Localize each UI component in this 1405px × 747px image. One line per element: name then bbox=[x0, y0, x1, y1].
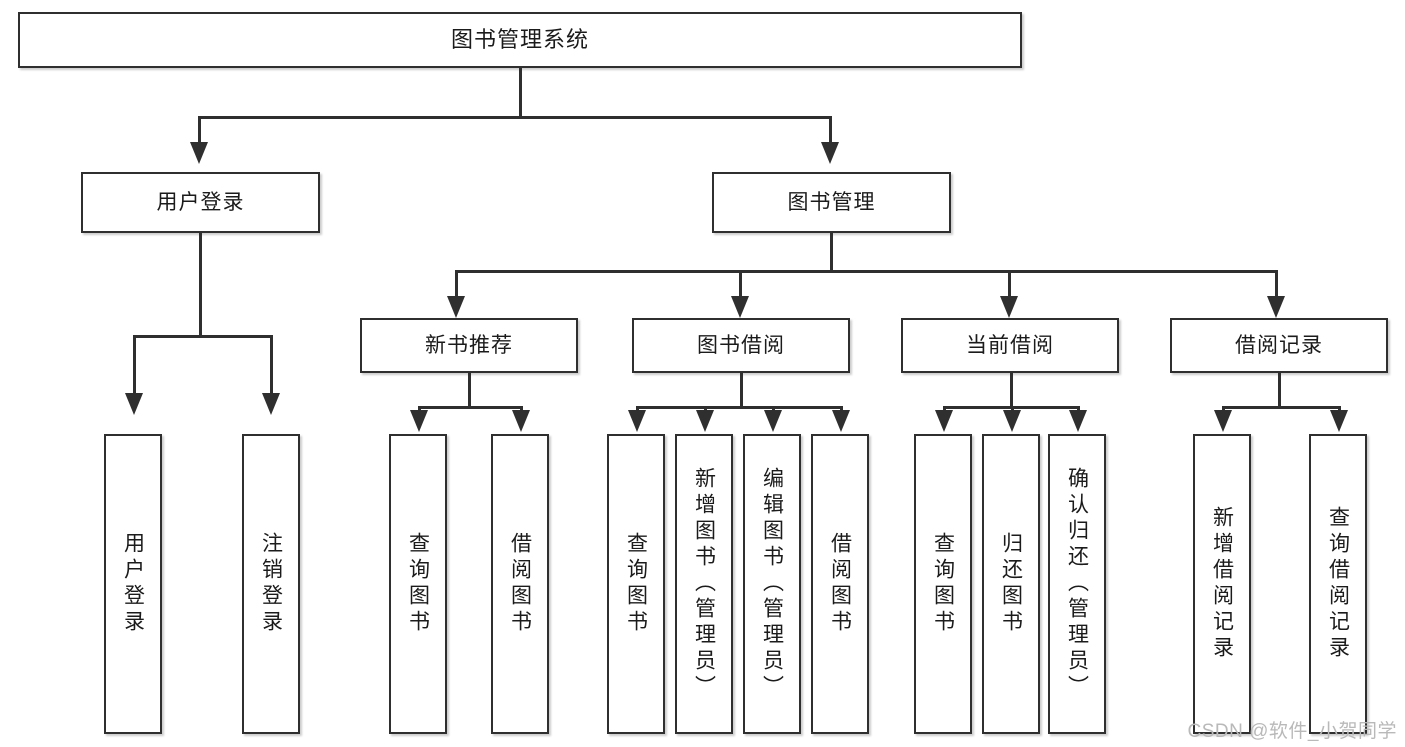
connector-bm-drop-1 bbox=[455, 270, 458, 300]
arrow-g3-leaf-3 bbox=[1069, 410, 1087, 432]
leaf-add-book-admin[interactable]: 新增图书（管理员） bbox=[675, 434, 733, 734]
leaf-label: 新增图书（管理员） bbox=[692, 467, 716, 701]
node-book-management[interactable]: 图书管理 bbox=[712, 172, 951, 233]
arrow-g2-leaf-3 bbox=[764, 410, 782, 432]
leaf-label: 查询图书 bbox=[406, 532, 430, 636]
leaf-label: 注销登录 bbox=[259, 532, 283, 636]
node-book-borrow[interactable]: 图书借阅 bbox=[632, 318, 850, 373]
connector-g2-bar bbox=[636, 406, 843, 409]
leaf-borrow-book[interactable]: 借阅图书 bbox=[811, 434, 869, 734]
arrow-g2-leaf-4 bbox=[832, 410, 850, 432]
connector-bm-drop-3 bbox=[1008, 270, 1011, 300]
leaf-return-book[interactable]: 归还图书 bbox=[982, 434, 1040, 734]
leaf-edit-book-admin[interactable]: 编辑图书（管理员） bbox=[743, 434, 801, 734]
connector-user-login-left-drop bbox=[133, 335, 136, 395]
leaf-query-book-current[interactable]: 查询图书 bbox=[914, 434, 972, 734]
node-root-book-management-system[interactable]: 图书管理系统 bbox=[18, 12, 1022, 68]
node-new-book-recommend[interactable]: 新书推荐 bbox=[360, 318, 578, 373]
node-borrow-record[interactable]: 借阅记录 bbox=[1170, 318, 1388, 373]
arrow-g4-leaf-1 bbox=[1214, 410, 1232, 432]
connector-root-bar bbox=[198, 116, 832, 119]
leaf-borrow-book-recommend[interactable]: 借阅图书 bbox=[491, 434, 549, 734]
leaf-label: 用户登录 bbox=[121, 532, 145, 636]
node-label: 新书推荐 bbox=[425, 333, 513, 357]
leaf-query-book-recommend[interactable]: 查询图书 bbox=[389, 434, 447, 734]
node-label: 借阅记录 bbox=[1235, 333, 1323, 357]
leaf-label: 新增借阅记录 bbox=[1210, 506, 1234, 662]
arrow-to-current-borrow bbox=[1000, 296, 1018, 318]
node-label: 图书借阅 bbox=[697, 333, 785, 357]
connector-user-login-stem bbox=[199, 233, 202, 337]
arrow-g4-leaf-2 bbox=[1330, 410, 1348, 432]
connector-root-left-drop bbox=[198, 116, 201, 144]
node-label: 图书管理 bbox=[787, 190, 876, 214]
leaf-user-login[interactable]: 用户登录 bbox=[104, 434, 162, 734]
arrow-g2-leaf-1 bbox=[628, 410, 646, 432]
connector-book-management-stem bbox=[830, 233, 833, 272]
node-label: 当前借阅 bbox=[966, 333, 1054, 357]
leaf-add-borrow-record[interactable]: 新增借阅记录 bbox=[1193, 434, 1251, 734]
arrow-to-leaf-user-login bbox=[125, 393, 143, 415]
leaf-query-borrow-record[interactable]: 查询借阅记录 bbox=[1309, 434, 1367, 734]
connector-g1-stem bbox=[468, 373, 471, 409]
node-label: 图书管理系统 bbox=[450, 26, 589, 52]
connector-root-right-drop bbox=[829, 116, 832, 144]
arrow-to-leaf-logout bbox=[262, 393, 280, 415]
leaf-label: 归还图书 bbox=[999, 532, 1023, 636]
csdn-watermark: CSDN @软件_小贺同学 bbox=[1187, 721, 1397, 742]
leaf-query-book-borrow[interactable]: 查询图书 bbox=[607, 434, 665, 734]
leaf-label: 编辑图书（管理员） bbox=[760, 467, 784, 701]
leaf-confirm-return-admin[interactable]: 确认归还（管理员） bbox=[1048, 434, 1106, 734]
connector-g1-bar bbox=[418, 406, 523, 409]
leaf-label: 查询图书 bbox=[931, 532, 955, 636]
arrow-g1-leaf-1 bbox=[410, 410, 428, 432]
arrow-to-borrow-record bbox=[1267, 296, 1285, 318]
connector-root-stem bbox=[519, 68, 522, 116]
arrow-to-book-management bbox=[821, 142, 839, 164]
node-current-borrow[interactable]: 当前借阅 bbox=[901, 318, 1119, 373]
leaf-label: 查询图书 bbox=[624, 532, 648, 636]
leaf-label: 借阅图书 bbox=[508, 532, 532, 636]
connector-g4-stem bbox=[1278, 373, 1281, 409]
node-user-login[interactable]: 用户登录 bbox=[81, 172, 320, 233]
connector-book-management-bar bbox=[455, 270, 1278, 273]
leaf-label: 借阅图书 bbox=[828, 532, 852, 636]
connector-g2-stem bbox=[740, 373, 743, 409]
arrow-g3-leaf-2 bbox=[1003, 410, 1021, 432]
arrow-to-new-book-recommend bbox=[447, 296, 465, 318]
node-label: 用户登录 bbox=[156, 190, 245, 214]
connector-user-login-right-drop bbox=[270, 335, 273, 395]
leaf-label: 查询借阅记录 bbox=[1326, 506, 1350, 662]
leaf-label: 确认归还（管理员） bbox=[1065, 467, 1089, 701]
leaf-logout[interactable]: 注销登录 bbox=[242, 434, 300, 734]
connector-g3-stem bbox=[1010, 373, 1013, 409]
arrow-to-book-borrow bbox=[731, 296, 749, 318]
arrow-g2-leaf-2 bbox=[696, 410, 714, 432]
arrow-g3-leaf-1 bbox=[935, 410, 953, 432]
connector-bm-drop-4 bbox=[1275, 270, 1278, 300]
connector-bm-drop-2 bbox=[739, 270, 742, 300]
connector-g4-bar bbox=[1222, 406, 1341, 409]
arrow-to-user-login bbox=[190, 142, 208, 164]
connector-user-login-bar bbox=[133, 335, 273, 338]
arrow-g1-leaf-2 bbox=[512, 410, 530, 432]
